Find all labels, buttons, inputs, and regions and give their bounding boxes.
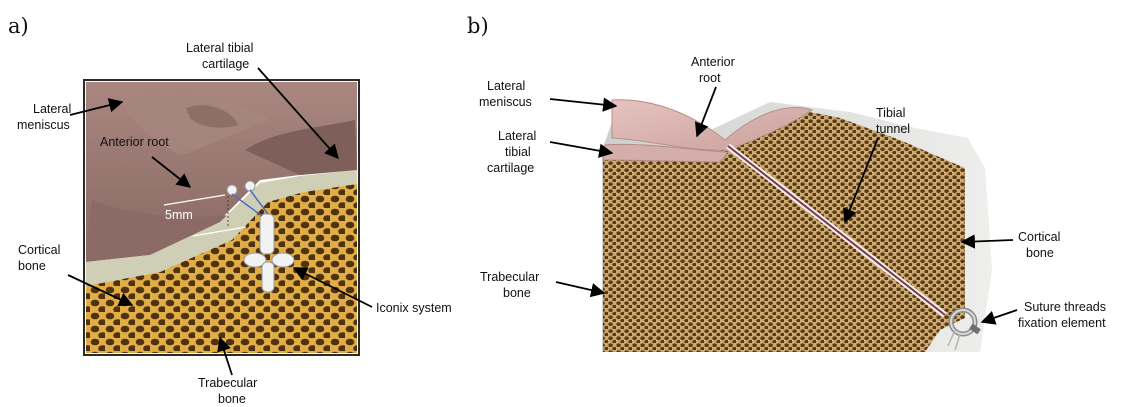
b-lateral-tibial-cartilage-pointer [550,142,612,153]
panel-b-tag: b) [467,14,489,38]
b-suture-fixation-pointer [982,310,1017,322]
panel-a-tag: a) [8,14,29,38]
b-trabecular-bone-pointer [556,282,604,293]
b-lateral-meniscus-pointer [550,99,616,106]
panel-a-illustration [84,80,359,355]
panel-b-illustration [602,100,992,352]
a-iconix-system-label: Iconix system [376,301,452,315]
a-anterior-root-label: Anterior root [100,135,169,149]
a-measurement-label: 5mm [165,208,193,222]
